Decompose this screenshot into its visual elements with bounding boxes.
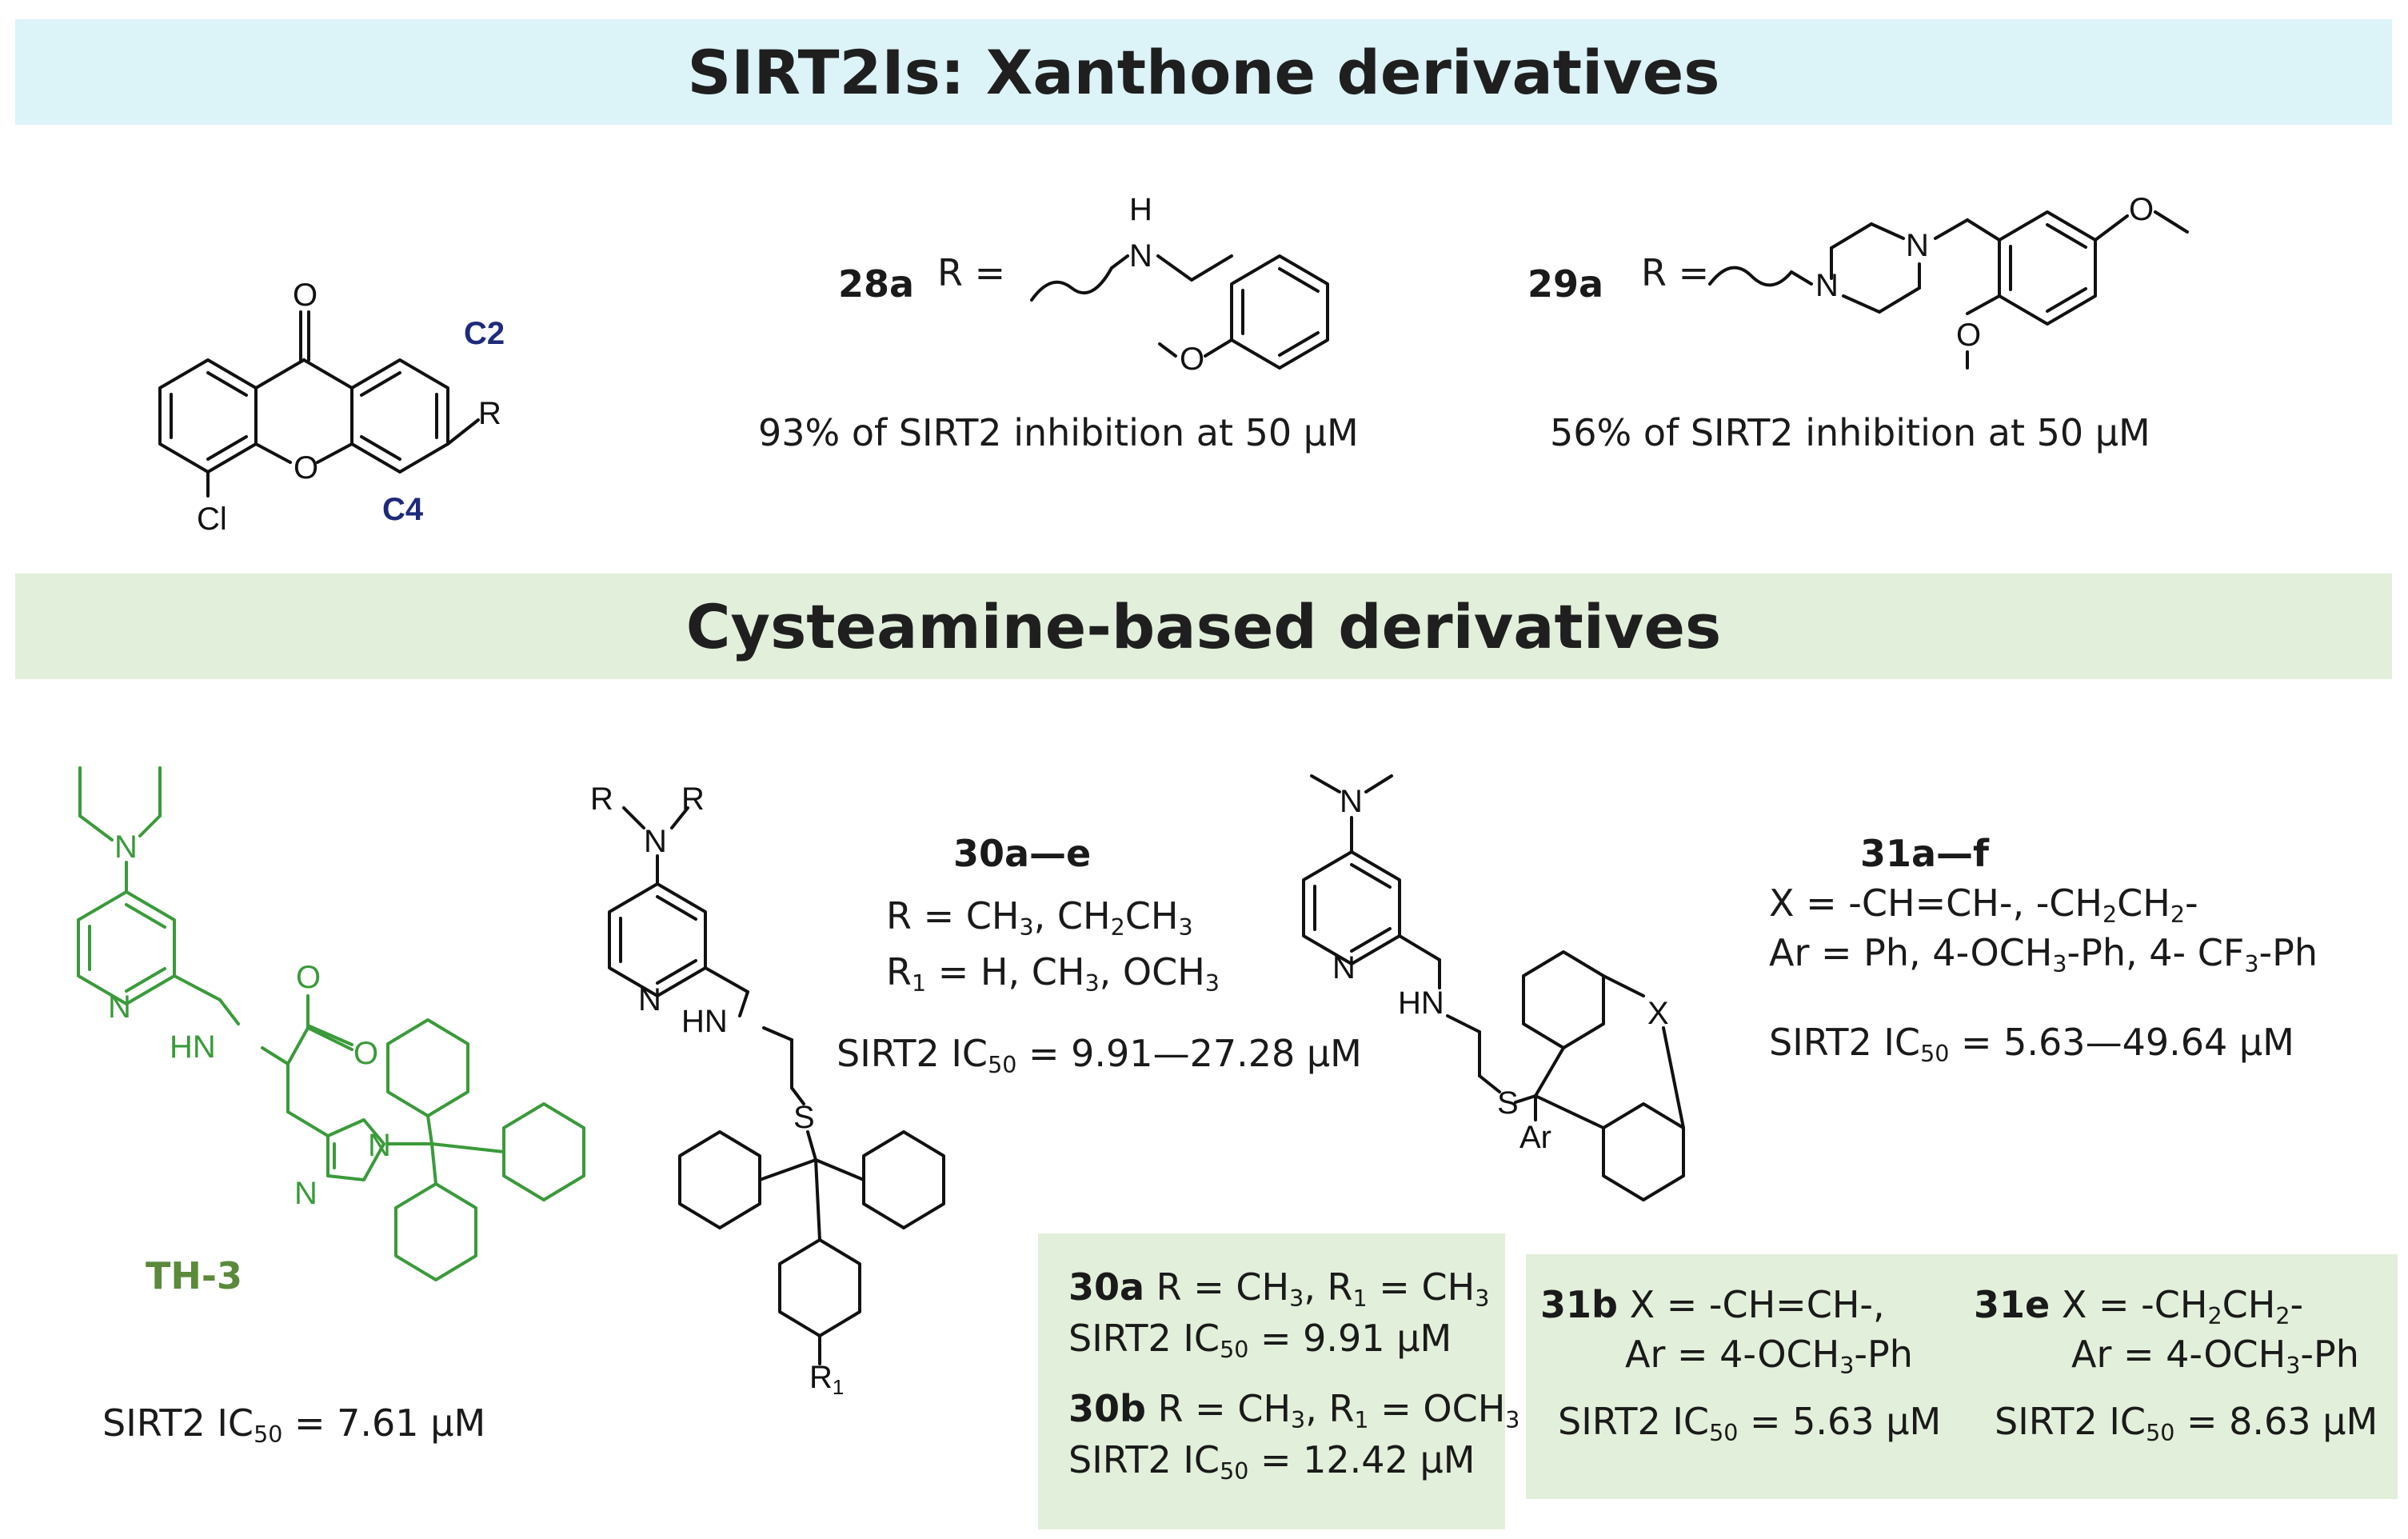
- c31b-ar-line: Ar = 4-OCH3-Ph: [1625, 1333, 1913, 1379]
- th3-structure: N N HN O O N N: [77, 766, 585, 1281]
- c30b-ic50: SIRT2 IC50 = 12.42 μM: [1068, 1438, 1476, 1485]
- cysteamine-section-banner: Cysteamine-based derivatives: [15, 574, 2392, 679]
- compounds-31b-31e-box: 31b X = -CH=CH-, Ar = 4-OCH3-Ph SIRT2 IC…: [1526, 1254, 2398, 1499]
- methoxy-o-label: O: [1180, 342, 1204, 377]
- th3-hn: HN: [170, 1029, 216, 1065]
- c30-amine-n: N: [644, 824, 667, 859]
- compounds-30a-30b-box: 30a R = CH3, R1 = CH3 SIRT2 IC50 = 9.91 …: [1038, 1233, 1519, 1529]
- c31-amine-n: N: [1340, 784, 1363, 819]
- c31e-ic50: SIRT2 IC50 = 8.63 μM: [1995, 1400, 2378, 1446]
- c30-ic50-range: SIRT2 IC50 = 9.91—27.28 μM: [837, 1032, 1362, 1078]
- c31b-ic50: SIRT2 IC50 = 5.63 μM: [1558, 1400, 1942, 1446]
- methoxy-o2-label: O: [1956, 318, 1981, 353]
- carbonyl-o-label: O: [293, 278, 317, 313]
- compound-30-structure: R N R N HN S R1: [590, 781, 945, 1399]
- th3-ic50: SIRT2 IC50 = 7.61 μM: [102, 1401, 486, 1448]
- c31-ar: Ar: [1519, 1120, 1551, 1155]
- xanthone-section-title: SIRT2Is: Xanthone derivatives: [687, 36, 1720, 108]
- c30-r2-label: R: [681, 781, 705, 817]
- c4-label: C4: [382, 492, 424, 527]
- compound-28a-substituent-structure: H N O: [1030, 192, 1329, 377]
- c31-x-line: X = -CH=CH-, -CH2CH2-: [1769, 881, 2198, 928]
- c30-series-header: 30a—e: [953, 832, 1092, 875]
- c31-ar-line: Ar = Ph, 4-OCH3-Ph, 4- CF3-Ph: [1769, 931, 2318, 977]
- xanthone-section-banner: SIRT2Is: Xanthone derivatives: [15, 19, 2392, 125]
- c30a-ic50: SIRT2 IC50 = 9.91 μM: [1068, 1317, 1452, 1363]
- c30-pyridine-n: N: [638, 982, 661, 1017]
- xanthone-scaffold-structure: O O Cl R C2 C4: [158, 278, 505, 537]
- c31-x: X: [1647, 996, 1669, 1031]
- compound-29a-label: 29a: [1527, 262, 1604, 306]
- nh-n-label: N: [1129, 238, 1152, 274]
- r-label: R: [478, 396, 501, 431]
- th3-ester-o2: O: [353, 1036, 378, 1071]
- c30a-r-line: 30a R = CH3, R1 = CH3: [1068, 1265, 1490, 1312]
- ring-o-label: O: [294, 450, 318, 486]
- c30-r1-line: R1 = H, CH3, OCH3: [886, 950, 1220, 997]
- c31-series-header: 31a—f: [1860, 832, 1990, 875]
- c31-hn: HN: [1398, 985, 1444, 1021]
- th3-imidazole-n2: N: [294, 1176, 317, 1211]
- compound-28a-activity: 93% of SIRT2 inhibition at 50 μM: [758, 411, 1359, 454]
- piperazine-n1-label: N: [1815, 268, 1839, 303]
- c2-label: C2: [464, 316, 505, 351]
- methoxy-o1-label: O: [2129, 192, 2154, 227]
- c30-hn: HN: [681, 1004, 728, 1039]
- cysteamine-section-title: Cysteamine-based derivatives: [685, 590, 1722, 662]
- c31-pyridine-n: N: [1332, 950, 1356, 985]
- c31b-x-line: 31b X = -CH=CH-,: [1540, 1283, 1885, 1326]
- compound-28a-label: 28a: [838, 262, 915, 306]
- c30-r-line: R = CH3, CH2CH3: [886, 894, 1193, 941]
- th3-amine-n: N: [114, 829, 138, 865]
- th3-ester-o1: O: [296, 960, 321, 995]
- compound-29a-substituent-structure: N N O O: [1708, 192, 2189, 370]
- c31-ic50-range: SIRT2 IC50 = 5.63—49.64 μM: [1769, 1021, 2294, 1067]
- c31-s: S: [1497, 1085, 1519, 1121]
- c30-r1-label: R: [590, 781, 613, 817]
- c31e-ar-line: Ar = 4-OCH3-Ph: [2071, 1333, 2359, 1379]
- compound-29a-activity: 56% of SIRT2 inhibition at 50 μM: [1550, 411, 2150, 454]
- th3-pyridine-n: N: [108, 989, 131, 1025]
- compound-29a-r-eq: R =: [1641, 251, 1710, 294]
- nh-h-label: H: [1129, 192, 1152, 227]
- compound-31-structure: N N HN S X Ar: [1302, 774, 1685, 1201]
- c30b-r-line: 30b R = CH3, R1 = OCH3: [1068, 1387, 1520, 1433]
- th3-label: TH-3: [146, 1254, 242, 1297]
- c30-s: S: [793, 1100, 815, 1135]
- c31e-x-line: 31e X = -CH2CH2-: [1974, 1283, 2304, 1329]
- cl-label: Cl: [197, 502, 227, 537]
- compound-28a-r-eq: R =: [937, 251, 1006, 294]
- c30-r1-sub-label: R1: [809, 1360, 844, 1399]
- piperazine-n2-label: N: [1906, 228, 1929, 263]
- th3-imidazole-n1: N: [368, 1128, 391, 1163]
